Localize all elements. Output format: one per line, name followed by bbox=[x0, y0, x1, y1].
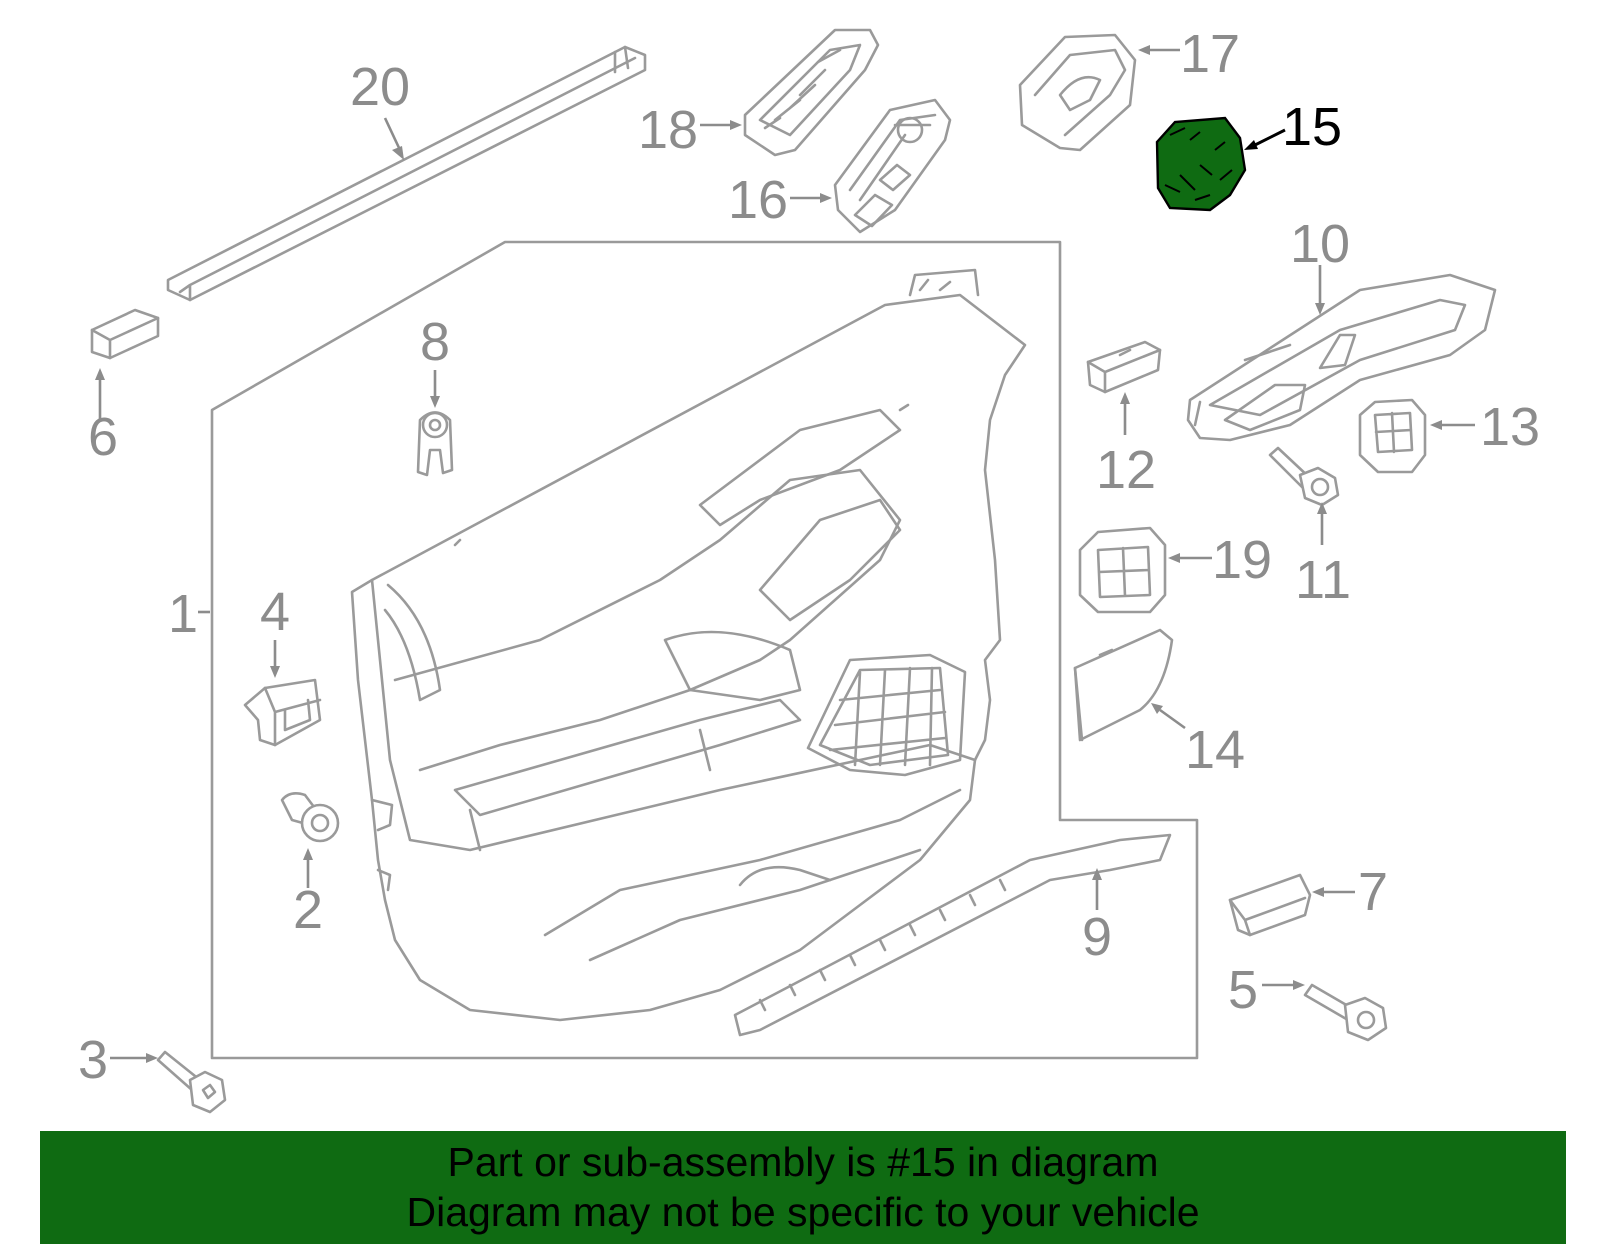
callout-15: 15 bbox=[1282, 97, 1342, 157]
leader-lines bbox=[95, 45, 1475, 1063]
window-switch-16 bbox=[833, 98, 952, 234]
highlighted-part-15 bbox=[1155, 116, 1247, 212]
switch-19 bbox=[1078, 526, 1167, 614]
callout-8: 8 bbox=[420, 312, 450, 372]
callout-16: 16 bbox=[728, 170, 788, 230]
clip-7 bbox=[1228, 873, 1312, 937]
callout-4: 4 bbox=[260, 582, 290, 642]
door-trim-panel bbox=[350, 268, 1027, 1022]
callout-13: 13 bbox=[1480, 397, 1540, 457]
lower-molding-9 bbox=[733, 833, 1172, 1037]
callout-17: 17 bbox=[1180, 24, 1240, 84]
callout-labels: 1 2 3 4 5 6 7 8 9 10 11 12 13 14 15 16 1… bbox=[78, 24, 1540, 1090]
banner-line-1: Part or sub-assembly is #15 in diagram bbox=[447, 1139, 1159, 1185]
banner-line-2: Diagram may not be specific to your vehi… bbox=[406, 1189, 1200, 1235]
callout-19: 19 bbox=[1212, 530, 1272, 590]
callout-3: 3 bbox=[78, 1030, 108, 1090]
callout-12: 12 bbox=[1096, 440, 1156, 500]
grille-14 bbox=[1073, 628, 1174, 742]
clip-6 bbox=[90, 308, 160, 360]
pull-handle-17 bbox=[1018, 33, 1137, 152]
callout-20: 20 bbox=[350, 57, 410, 117]
door-panel-outline bbox=[210, 240, 1199, 1060]
switch-13 bbox=[1358, 398, 1427, 474]
fastener-2 bbox=[280, 792, 340, 843]
pin-8 bbox=[416, 411, 454, 477]
callout-5: 5 bbox=[1228, 960, 1258, 1020]
callout-6: 6 bbox=[88, 407, 118, 467]
info-banner: Part or sub-assembly is #15 in diagram D… bbox=[40, 1131, 1566, 1244]
handle-bezel-10 bbox=[1186, 273, 1497, 442]
callout-1: 1 bbox=[168, 584, 198, 644]
bolt-11 bbox=[1268, 446, 1340, 507]
callout-9: 9 bbox=[1082, 907, 1112, 967]
switch-bezel-18 bbox=[743, 28, 880, 157]
callout-14: 14 bbox=[1185, 720, 1245, 780]
retainer-4 bbox=[243, 678, 322, 747]
callout-7: 7 bbox=[1358, 862, 1388, 922]
callout-2: 2 bbox=[293, 880, 323, 940]
callout-18: 18 bbox=[638, 100, 698, 160]
screw-3 bbox=[156, 1050, 227, 1114]
callout-11: 11 bbox=[1295, 550, 1351, 610]
belt-weatherstrip bbox=[166, 45, 647, 302]
parts-diagram: 1 2 3 4 5 6 7 8 9 10 11 12 13 14 15 16 1… bbox=[78, 24, 1540, 1114]
bolt-5 bbox=[1303, 983, 1388, 1042]
clip-12 bbox=[1086, 340, 1162, 394]
callout-10: 10 bbox=[1290, 214, 1350, 274]
